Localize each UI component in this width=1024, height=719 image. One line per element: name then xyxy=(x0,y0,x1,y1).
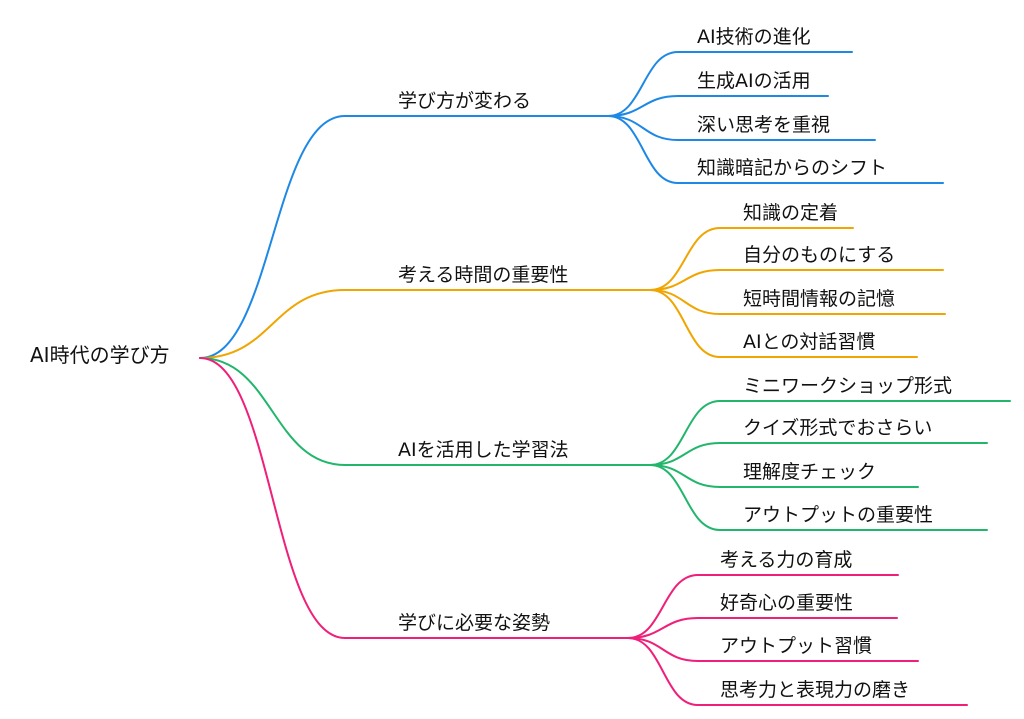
leaf-label-1-1: AI技術の進化 xyxy=(697,26,811,48)
branch-connector-1 xyxy=(199,115,609,359)
branch-label-3: AIを活用した学習法 xyxy=(398,439,569,461)
leaf-label-4-1: 考える力の育成 xyxy=(720,549,852,571)
connector-lines xyxy=(199,51,1011,706)
leaf-label-4-4: 思考力と表現力の磨き xyxy=(720,679,910,701)
leaf-label-2-4: AIとの対話習慣 xyxy=(743,331,875,353)
leaf-connector-2-1 xyxy=(649,227,854,291)
branch-connector-2 xyxy=(199,289,651,359)
leaf-connector-1-1 xyxy=(607,51,853,117)
leaf-connector-1-3 xyxy=(607,115,876,141)
branch-connector-3 xyxy=(199,357,651,466)
root-node-label: AI時代の学び方 xyxy=(30,343,170,367)
branch-connector-4 xyxy=(199,357,629,639)
leaf-label-3-1: ミニワークショップ形式 xyxy=(743,375,952,397)
leaf-label-2-3: 短時間情報の記憶 xyxy=(743,288,895,310)
leaf-connector-4-4 xyxy=(627,637,968,706)
leaf-label-3-3: 理解度チェック xyxy=(743,461,876,483)
leaf-connector-4-3 xyxy=(627,637,919,662)
branch-label-4: 学びに必要な姿勢 xyxy=(398,612,550,634)
leaf-connector-3-1 xyxy=(649,400,1011,466)
leaf-label-3-4: アウトプットの重要性 xyxy=(743,504,933,526)
leaf-connector-1-2 xyxy=(607,95,829,117)
branch-label-2: 考える時間の重要性 xyxy=(398,264,568,286)
leaf-connector-4-2 xyxy=(627,617,898,639)
leaf-connector-1-4 xyxy=(607,115,944,184)
leaf-connector-3-2 xyxy=(649,442,988,466)
leaf-connector-2-2 xyxy=(649,269,944,291)
leaf-connector-2-4 xyxy=(649,289,918,358)
leaf-label-2-1: 知識の定着 xyxy=(743,202,838,224)
leaf-label-3-2: クイズ形式でおさらい xyxy=(743,417,932,439)
branch-label-1: 学び方が変わる xyxy=(398,90,531,112)
leaf-label-4-3: アウトプット習慣 xyxy=(720,635,872,657)
leaf-label-2-2: 自分のものにする xyxy=(743,244,895,266)
node-labels: AI時代の学び方 学び方が変わる AI技術の進化生成AIの活用深い思考を重視知識暗… xyxy=(30,26,952,701)
leaf-connector-3-3 xyxy=(649,464,919,488)
leaf-label-1-4: 知識暗記からのシフト xyxy=(697,157,887,179)
leaf-label-4-2: 好奇心の重要性 xyxy=(720,592,853,614)
leaf-connector-3-4 xyxy=(649,464,988,531)
leaf-label-1-2: 生成AIの活用 xyxy=(697,70,811,92)
leaf-connector-4-1 xyxy=(627,574,899,639)
leaf-label-1-3: 深い思考を重視 xyxy=(697,114,830,136)
leaf-connector-2-3 xyxy=(649,289,946,315)
